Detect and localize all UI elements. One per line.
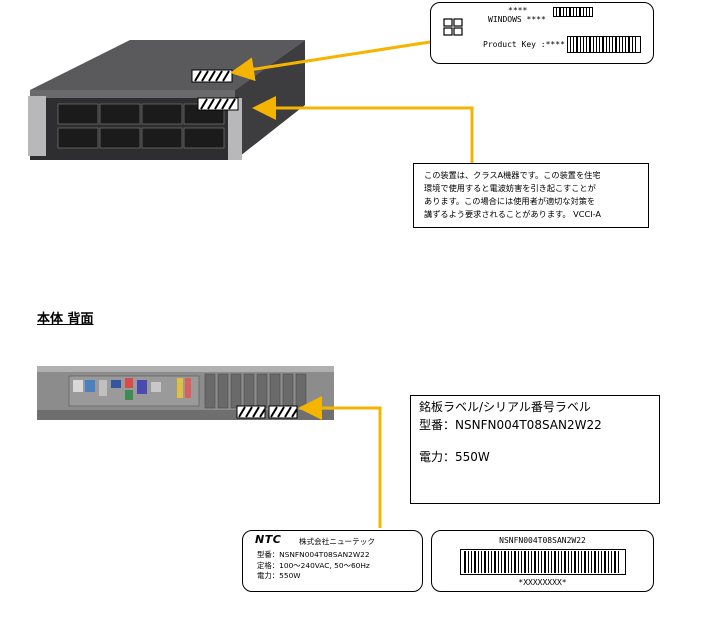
vcci-notice: この装置は、クラスA機器です。この装置を住宅 環境で使用すると電波妨害を引き起こ… <box>413 163 649 228</box>
barcode-bar <box>478 551 479 573</box>
barcode-bar <box>514 551 516 573</box>
barcode-bar <box>521 551 522 573</box>
vcci-line: 講ずるよう要求されることがあります。 VCCI-A <box>424 209 601 219</box>
barcode-bar <box>534 551 536 573</box>
serial-barcode <box>460 549 626 575</box>
barcode-bar <box>558 551 559 573</box>
barcode-bar <box>468 551 469 573</box>
barcode-bar <box>604 551 606 573</box>
product-key-text: Product Key :**** <box>483 40 565 49</box>
barcode-bar <box>564 551 566 573</box>
barcode-bar <box>574 551 576 573</box>
nameplate-arrow <box>298 396 382 528</box>
barcode-bar <box>548 551 549 573</box>
ntc-nameplate-label: NTC 株式会社ニューテック 型番：NSNFN004T08SAN2W22 定格：… <box>242 530 423 592</box>
barcode-bar <box>544 551 546 573</box>
product-key-barcode <box>567 36 641 53</box>
barcode-bar <box>581 551 582 573</box>
vcci-sticker <box>197 97 239 111</box>
serial-label-model: NSNFN004T08SAN2W22 <box>499 536 586 545</box>
barcode-bar <box>568 551 569 573</box>
windows-sticker <box>191 69 233 83</box>
barcode-bar <box>584 551 586 573</box>
company-name: 株式会社ニューテック <box>299 537 375 546</box>
barcode-bar <box>614 551 616 573</box>
windows-coa-label: **** WINDOWS **** Product Key :**** <box>430 2 654 64</box>
barcode-bar <box>488 551 489 573</box>
barcode-bar <box>538 551 539 573</box>
barcode-bar <box>528 551 529 573</box>
barcode-bar <box>554 551 556 573</box>
serial-number-text: *XXXXXXXX* <box>518 578 567 587</box>
barcode-bar <box>504 551 506 573</box>
barcode-bar <box>474 551 476 573</box>
barcode-bar <box>501 551 502 573</box>
barcode-bar <box>611 551 612 573</box>
barcode-bar <box>571 551 572 573</box>
barcode-bar <box>541 551 542 573</box>
barcode-bar <box>601 551 602 573</box>
ntc-logo: NTC <box>255 533 282 546</box>
barcode-bar <box>578 551 579 573</box>
label-description-power: 電力：550W <box>419 450 490 464</box>
barcode-bar <box>508 551 509 573</box>
label-description-box: 銘板ラベル/シリアル番号ラベル 型番：NSNFN004T08SAN2W22 電力… <box>410 395 660 504</box>
barcode-bar <box>481 551 482 573</box>
barcode-bar <box>598 551 599 573</box>
rear-nameplate-sticker <box>236 405 266 419</box>
barcode-bar <box>498 551 499 573</box>
label-description-model: 型番：NSNFN004T08SAN2W22 <box>419 418 602 432</box>
vcci-line: あります。この場合には使用者が適切な対策を <box>424 196 596 206</box>
barcode-bar <box>518 551 519 573</box>
barcode-bar <box>594 551 596 573</box>
front-server-image <box>28 40 305 160</box>
barcode-bar <box>494 551 496 573</box>
rear-section-heading: 本体 背面 <box>37 312 94 327</box>
barcode-bar <box>618 551 619 573</box>
nameplate-line: 型番：NSNFN004T08SAN2W22 <box>257 550 370 559</box>
barcode-bar <box>608 551 609 573</box>
serial-number-label: NSNFN004T08SAN2W22 *XXXXXXXX* <box>431 530 654 592</box>
windows-logo-icon <box>443 18 463 36</box>
barcode-bar <box>531 551 532 573</box>
barcode-bar <box>491 551 492 573</box>
barcode-bar <box>524 551 526 573</box>
barcode-bar <box>471 551 472 573</box>
barcode-bar <box>484 551 486 573</box>
barcode-bar <box>591 551 592 573</box>
windows-stars: **** <box>508 6 528 15</box>
barcode-bar <box>561 551 562 573</box>
nameplate-line: 定格：100～240VAC, 50～60Hz <box>257 560 370 570</box>
windows-edition-text: WINDOWS **** <box>488 15 546 24</box>
barcode-bar <box>588 551 589 573</box>
rear-serial-sticker <box>268 405 298 419</box>
barcode-bar <box>551 551 552 573</box>
vcci-line: この装置は、クラスA機器です。この装置を住宅 <box>424 170 601 180</box>
barcode-bar <box>464 551 466 573</box>
nameplate-line: 電力：550W <box>257 571 301 580</box>
small-barcode <box>553 7 593 17</box>
vcci-line: 環境で使用すると電波妨害を引き起こすことが <box>424 183 596 193</box>
rear-server-image <box>37 366 334 420</box>
barcode-bar <box>511 551 512 573</box>
label-description-title: 銘板ラベル/シリアル番号ラベル <box>419 400 591 414</box>
